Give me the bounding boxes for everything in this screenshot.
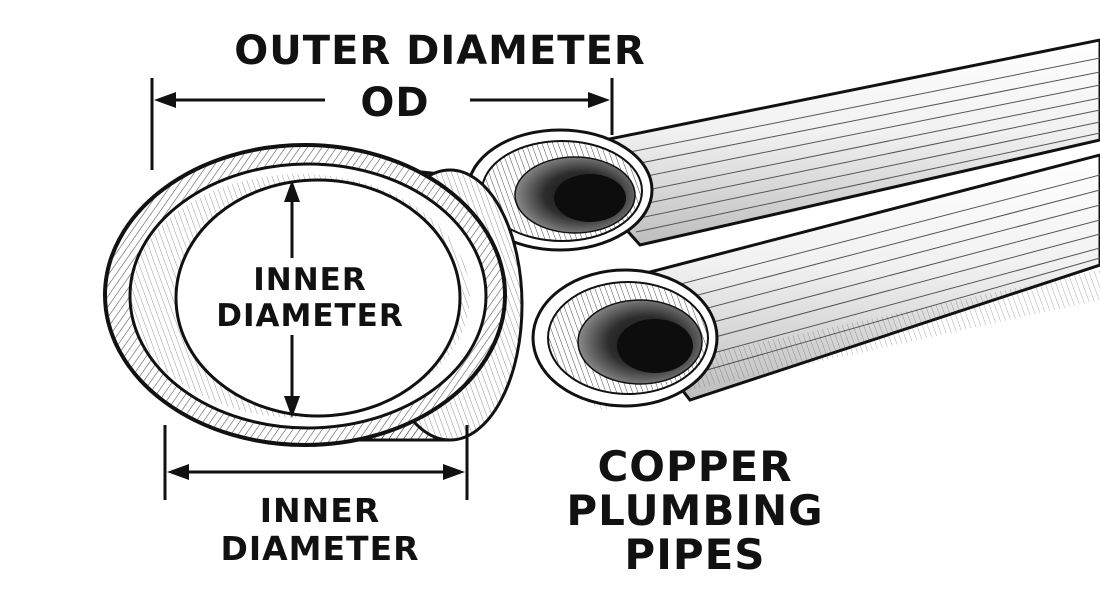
inner-diameter-center-label: INNER DIAMETER	[185, 262, 435, 334]
inner-diameter-bottom-label: INNER DIAMETER	[170, 492, 470, 568]
title-line-2: PLUMBING	[566, 486, 824, 535]
inner-diameter-center-line-2: DIAMETER	[216, 298, 404, 334]
pipe-cross-section	[103, 143, 524, 447]
title-line-1: COPPER	[597, 442, 793, 491]
outer-diameter-label: OUTER DIAMETER	[234, 28, 646, 74]
lower-pipe	[531, 153, 1100, 410]
od-dimension	[150, 78, 614, 170]
inner-diameter-center-line-1: INNER	[253, 262, 367, 298]
inner-diameter-bottom-line-1: INNER	[259, 491, 381, 530]
upper-pipe	[466, 38, 1100, 252]
inner-diameter-horizontal	[163, 425, 469, 500]
inner-diameter-bottom-line-2: DIAMETER	[220, 529, 420, 568]
inner-diameter-vertical	[284, 180, 300, 418]
od-label: OD	[360, 80, 430, 126]
title-label: COPPER PLUMBING PIPES	[515, 445, 875, 577]
title-line-3: PIPES	[624, 530, 766, 579]
